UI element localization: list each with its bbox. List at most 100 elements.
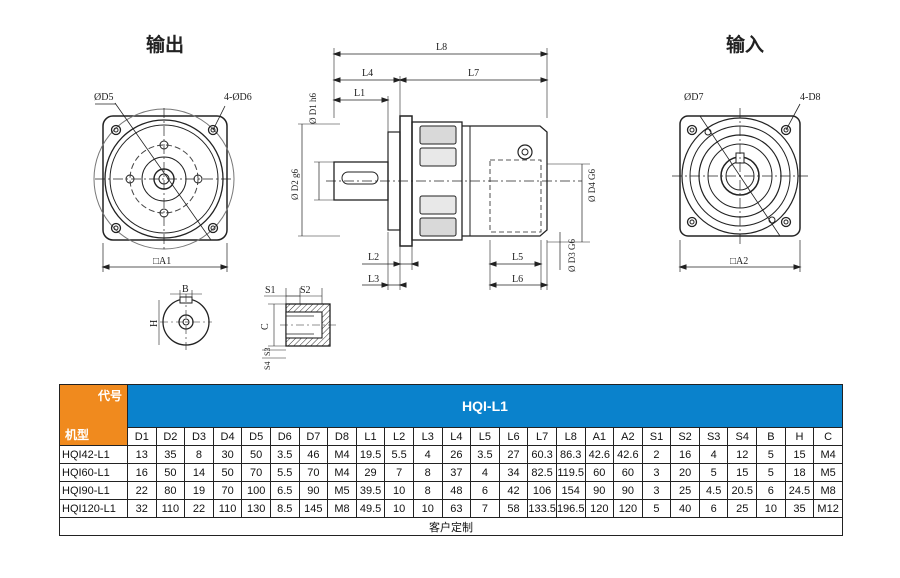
dim-d1: Ø D1 h6 (308, 93, 318, 124)
dim-l5: L5 (512, 252, 523, 263)
label-a2: □A2 (730, 256, 748, 267)
value-cell: 90 (298, 481, 329, 500)
value-cell: 40 (670, 499, 700, 518)
value-cell: 90 (584, 481, 615, 500)
value-cell: 119.5 (555, 463, 586, 482)
value-cell: 32 (127, 499, 157, 518)
value-cell: 27 (498, 445, 529, 464)
value-cell: 46 (298, 445, 329, 464)
shaft-key-detail (158, 290, 212, 350)
value-cell: 4.5 (698, 481, 729, 500)
model-cell: HQI42-L1 (59, 445, 128, 464)
value-cell: 4 (412, 445, 443, 464)
value-cell: 14 (184, 463, 214, 482)
column-header: S4 (727, 427, 758, 446)
value-cell: 120 (613, 499, 643, 518)
value-cell: 13 (127, 445, 157, 464)
value-cell: M4 (813, 445, 843, 464)
value-cell: 8 (184, 445, 214, 464)
value-cell: 58 (498, 499, 529, 518)
value-cell: M4 (327, 463, 357, 482)
input-flange-view (672, 103, 808, 272)
value-cell: M8 (327, 499, 357, 518)
table-header-row: 代号 机型 HQI-L1 (59, 384, 843, 446)
value-cell: 3 (641, 481, 672, 500)
value-cell: 16 (127, 463, 157, 482)
column-header: L6 (498, 427, 529, 446)
value-cell: M5 (813, 463, 843, 482)
value-cell: 50 (241, 445, 271, 464)
column-header: D5 (241, 427, 271, 446)
value-cell: 154 (555, 481, 586, 500)
dim-d2: Ø D2 g6 (290, 169, 300, 200)
column-header: D4 (212, 427, 243, 446)
column-header: D6 (269, 427, 300, 446)
value-cell: 10 (412, 499, 443, 518)
value-cell: 8 (412, 481, 443, 500)
value-cell: M5 (327, 481, 357, 500)
model-cell: HQI120-L1 (59, 499, 128, 518)
value-cell: 86.3 (555, 445, 586, 464)
value-cell: 60.3 (527, 445, 557, 464)
value-cell: 196.5 (555, 499, 586, 518)
value-cell: 50 (155, 463, 186, 482)
value-cell: 19 (184, 481, 214, 500)
value-cell: 3.5 (470, 445, 500, 464)
value-cell: 15 (727, 463, 758, 482)
value-cell: 25 (670, 481, 700, 500)
value-cell: 3 (641, 463, 672, 482)
column-header: S3 (698, 427, 729, 446)
value-cell: 15 (784, 445, 815, 464)
dim-s1: S1 (265, 285, 276, 296)
custom-order-cell: 客户定制 (59, 517, 843, 536)
column-header: D8 (327, 427, 357, 446)
dim-l3: L3 (368, 274, 379, 285)
side-view (298, 48, 590, 290)
value-cell: 6 (756, 481, 786, 500)
value-cell: 6 (470, 481, 500, 500)
value-cell: 20.5 (727, 481, 758, 500)
value-cell: 5.5 (384, 445, 414, 464)
value-cell: 37 (441, 463, 472, 482)
dim-d4: Ø D4 G6 (587, 169, 597, 202)
model-cell: HQI60-L1 (59, 463, 128, 482)
value-cell: 5 (756, 445, 786, 464)
column-header: B (756, 427, 786, 446)
value-cell: 130 (241, 499, 271, 518)
column-header: L7 (527, 427, 557, 446)
technical-drawing: ØD5 4-ØD6 □A1 (93, 42, 821, 370)
value-cell: 2 (641, 445, 672, 464)
table-footer-row: 客户定制 (59, 517, 843, 536)
value-cell: 133.5 (527, 499, 557, 518)
value-cell: 110 (212, 499, 243, 518)
column-header: L4 (441, 427, 472, 446)
value-cell: 7 (384, 463, 414, 482)
input-view-title: 输入 (726, 35, 765, 56)
column-header: D1 (127, 427, 157, 446)
value-cell: 120 (584, 499, 615, 518)
corner-code-label: 代号 (97, 389, 122, 403)
dim-s3: S3 (263, 348, 272, 356)
value-cell: 39.5 (355, 481, 386, 500)
value-cell: 48 (441, 481, 472, 500)
value-cell: 145 (298, 499, 329, 518)
value-cell: 63 (441, 499, 472, 518)
column-header: C (813, 427, 843, 446)
dim-l2: L2 (368, 252, 379, 263)
series-header: HQI-L1 (127, 384, 843, 428)
label-a1: □A1 (153, 256, 171, 267)
dim-c: C (260, 323, 271, 330)
value-cell: 50 (212, 463, 243, 482)
column-header: D3 (184, 427, 214, 446)
dim-h: H (149, 320, 160, 327)
value-cell: 82.5 (527, 463, 557, 482)
value-cell: 10 (756, 499, 786, 518)
value-cell: 70 (298, 463, 329, 482)
value-cell: 6 (698, 499, 729, 518)
value-cell: 5 (698, 463, 729, 482)
